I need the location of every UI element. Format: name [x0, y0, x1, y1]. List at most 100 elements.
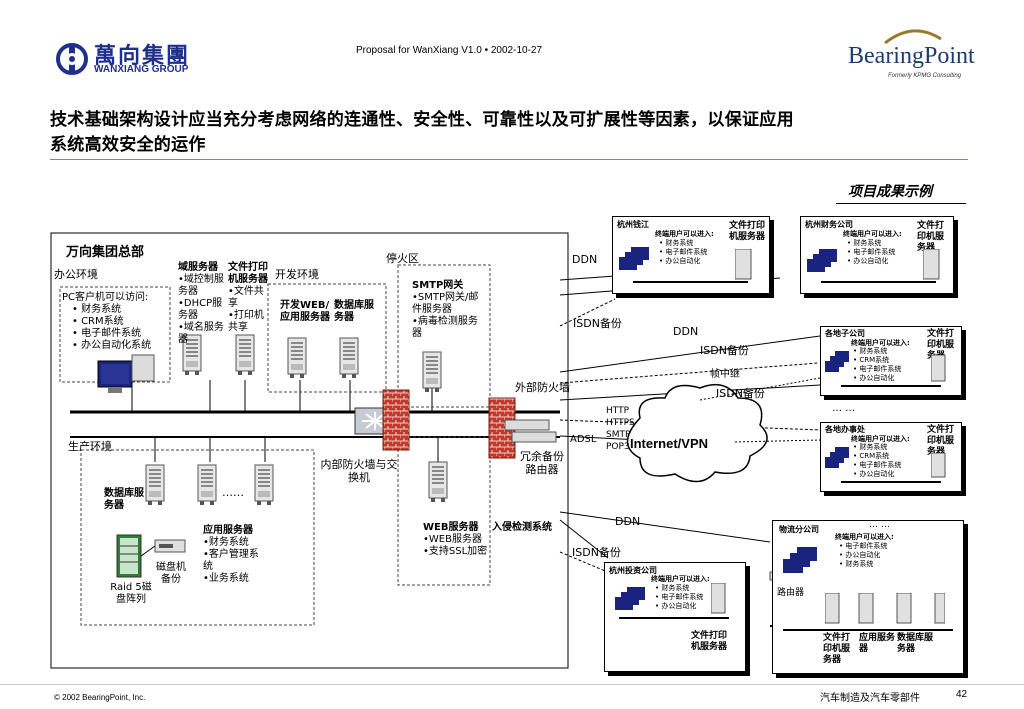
branch-investment: 杭州投资公司 终端用户可以进入: • 财务系统 • 电子邮件系统 • 办公自动化…	[604, 562, 746, 672]
ddn-label-1: DDN	[572, 253, 598, 266]
page-number: 42	[956, 689, 968, 700]
branch-name: 杭州投资公司	[609, 566, 657, 575]
logistics-app-label: 应用服务器	[859, 633, 896, 654]
subtitle-underline	[836, 203, 966, 204]
hq-box	[50, 232, 569, 669]
dmz-zone-lower	[397, 436, 491, 586]
router-label: 路由器	[777, 588, 805, 598]
dmz-label: 停火区	[386, 252, 419, 265]
dev-zone	[267, 283, 387, 393]
redundant-router-label: 冗余备份路由器	[520, 450, 564, 476]
branch-subsidiaries: 各地子公司 终端用户可以进入: • 财务系统 • CRM系统 • 电子邮件系统 …	[820, 326, 962, 396]
tape-backup-label: 磁盘机备份	[156, 562, 186, 585]
page-title-line1: 技术基础架构设计应当充分考虑网络的连通性、安全性、可靠性以及可扩展性等因素，以保…	[50, 110, 794, 130]
copyright: © 2002 BearingPoint, Inc.	[54, 693, 146, 702]
company-name-cn: 萬向集團	[94, 44, 191, 69]
internet-cloud	[626, 383, 768, 483]
pc-client-box: PC客户机可以访问: • 财务系统 • CRM系统 • 电子邮件系统 • 办公自…	[62, 292, 172, 352]
branch-items: • 财务系统 • CRM系统 • 电子邮件系统 • 办公自动化	[853, 347, 902, 382]
branch-name: 杭州钱江	[617, 220, 649, 229]
bearingpoint-swoosh-icon	[884, 29, 942, 45]
access-label: 终端用户可以进入:	[851, 339, 910, 347]
wanxiang-emblem-icon	[56, 43, 88, 75]
pc-item: • 电子邮件系统	[72, 328, 142, 339]
bearingpoint-logo: BearingPoint Formerly KPMG Consulting	[838, 25, 978, 85]
dev-web-server-label: 开发WEB/应用服务器	[280, 300, 330, 323]
branch-logistics: 物流分公司 … … 终端用户可以进入: • 电子邮件系统 • 办公自动化 • 财…	[772, 520, 964, 674]
pc-item: • 财务系统	[72, 304, 122, 315]
pc-client-title: PC客户机可以访问:	[62, 292, 149, 303]
adsl-label: ADSL	[570, 434, 597, 445]
dev-env-label: 开发环境	[275, 268, 319, 281]
ids-label: 入侵检测系统	[492, 522, 552, 533]
workstations-icon	[783, 547, 817, 573]
logistics-file-print-label: 文件打印机服务器	[823, 633, 851, 665]
branch-name: 各地子公司	[825, 329, 865, 338]
file-print-label: 文件打印机服务器	[729, 221, 766, 242]
dev-db-server-label: 数据库服务器	[334, 300, 374, 323]
access-label: 终端用户可以进入:	[835, 533, 894, 541]
domain-server-label: 域服务器 •域控制服务器 •DHCP服务器 •域名服务器	[178, 262, 224, 345]
dots-2: … …	[869, 520, 890, 530]
internal-firewall-wall	[382, 389, 410, 451]
server-icon	[931, 453, 946, 478]
servers-icon	[825, 593, 945, 624]
branch-items: • 电子邮件系统 • 办公自动化 • 财务系统	[839, 542, 888, 568]
investment-file-print-label: 文件打印机服务器	[691, 631, 728, 652]
external-firewall-label: 外部防火墙	[515, 381, 570, 394]
title-divider	[50, 159, 968, 160]
production-env-label: 生产环境	[68, 440, 112, 453]
proposal-header: Proposal for WanXiang V1.0 • 2002-10-27	[356, 45, 543, 56]
server-ellipsis: ……	[222, 486, 244, 499]
workstations-icon	[825, 351, 849, 372]
internal-firewall-label: 内部防火墙与交换机	[320, 458, 398, 484]
isdn-label-2: ISDN备份	[700, 344, 749, 357]
branch-caiwu: 杭州财务公司 终端用户可以进入: • 财务系统 • 电子邮件系统 • 办公自动化…	[800, 216, 954, 294]
pc-item: • CRM系统	[72, 316, 124, 327]
protocols-label: HTTP HTTPS SMTP POP3	[606, 406, 635, 452]
workstations-icon	[619, 247, 649, 270]
access-label: 终端用户可以进入:	[651, 575, 710, 583]
production-zone	[80, 449, 315, 626]
server-icon	[711, 583, 726, 614]
footer-divider	[0, 684, 1024, 685]
workstations-icon	[825, 447, 849, 468]
ddn-label-3: DDN	[615, 515, 641, 528]
branch-name: 各地办事处	[825, 425, 865, 434]
isdn-label-3: ISDN备份	[716, 387, 765, 400]
server-icon	[931, 355, 946, 382]
branch-offices: 各地办事处 终端用户可以进入: • 财务系统 • CRM系统 • 电子邮件系统 …	[820, 422, 962, 492]
file-print-label: 文件打印机服务器	[927, 425, 955, 457]
smtp-gateway-label: SMTP网关 •SMTP网关/邮件服务器 •病毒检测服务器	[412, 280, 479, 339]
office-env-label: 办公环境	[54, 268, 98, 281]
logistics-db-label: 数据库服务器	[897, 633, 934, 654]
isdn-label-1: ISDN备份	[573, 317, 622, 330]
ddn-label-2: DDN	[673, 325, 699, 338]
branch-name: 物流分公司	[779, 525, 819, 534]
workstations-icon	[807, 249, 837, 272]
access-label: 终端用户可以进入:	[843, 230, 902, 238]
partner-name: BearingPoint	[848, 43, 975, 69]
branch-items: • 财务系统 • CRM系统 • 电子邮件系统 • 办公自动化	[853, 443, 902, 478]
server-icon	[735, 249, 752, 280]
workstations-icon	[615, 587, 645, 610]
page-title-line2: 系统高效安全的运作	[50, 135, 206, 155]
pc-workstation-icon	[98, 361, 154, 393]
internet-vpn-label: Internet/VPN	[630, 436, 709, 451]
pc-item: • 办公自动化系统	[72, 340, 152, 351]
dots-1: … …	[832, 403, 856, 414]
hq-title: 万向集团总部	[66, 245, 145, 260]
company-name-en: WANXIANG GROUP	[94, 64, 189, 75]
isdn-label-4: ISDN备份	[572, 546, 621, 559]
frame-relay-label: 帧中继	[710, 369, 740, 380]
raid-label: Raid 5磁盘阵列	[110, 582, 152, 605]
db-server-label: 数据库服务器	[104, 488, 144, 511]
branch-items: • 财务系统 • 电子邮件系统 • 办公自动化	[847, 239, 896, 265]
access-label: 终端用户可以进入:	[655, 230, 714, 238]
branch-qianjiang: 杭州钱江 终端用户可以进入: • 财务系统 • 电子邮件系统 • 办公自动化 文…	[612, 216, 770, 294]
branch-items: • 财务系统 • 电子邮件系统 • 办公自动化	[655, 584, 704, 610]
subtitle: 项目成果示例	[848, 184, 932, 200]
web-server-label: WEB服务器 •WEB服务器 •支持SSL加密	[423, 522, 488, 557]
app-server-label: 应用服务器 •财务系统 •客户管理系统 •业务系统	[203, 525, 259, 584]
